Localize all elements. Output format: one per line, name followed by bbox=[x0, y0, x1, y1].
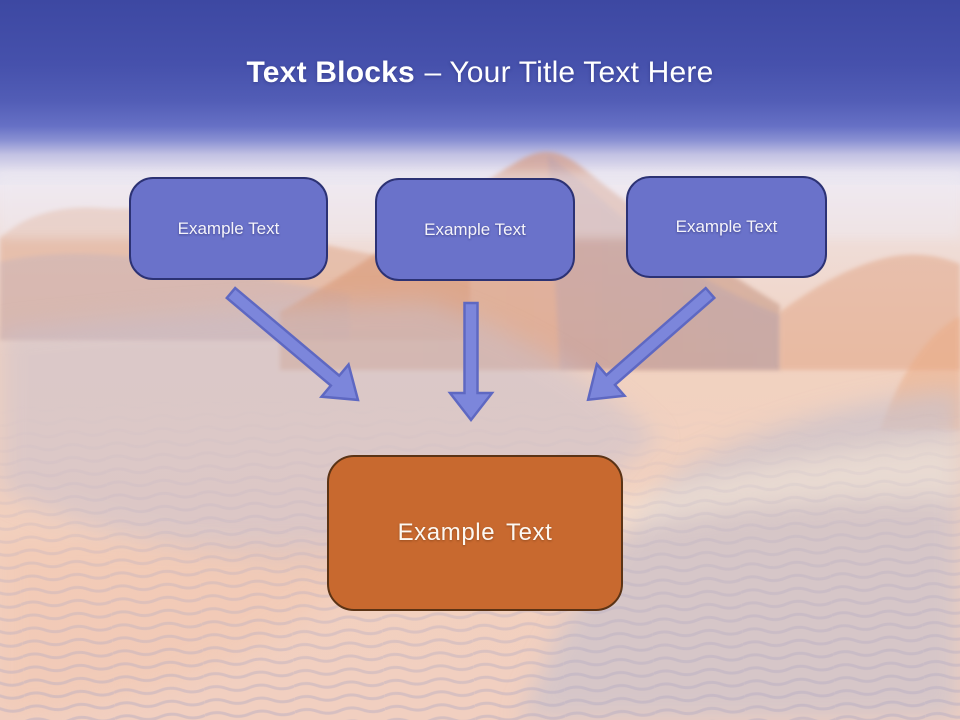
arrow-down-icon[interactable] bbox=[447, 301, 495, 423]
text-block-1-label: Example Text bbox=[177, 218, 280, 238]
slide-title[interactable]: Text Blocks – Your Title Text Here bbox=[0, 50, 960, 96]
text-block-2-label: Example Text bbox=[424, 219, 526, 239]
result-text-block[interactable]: Example Text bbox=[327, 455, 623, 611]
text-block-2[interactable]: Example Text bbox=[375, 178, 575, 281]
arrow-down-right-icon[interactable] bbox=[217, 277, 371, 416]
title-subtitle-text: – Your Title Text Here bbox=[424, 56, 714, 89]
text-block-3[interactable]: Example Text bbox=[626, 176, 827, 278]
title-bold-text: Text Blocks bbox=[246, 56, 415, 89]
arrow-down-left-icon[interactable] bbox=[574, 277, 724, 415]
text-block-1[interactable]: Example Text bbox=[129, 177, 328, 280]
result-text-block-label: Example Text bbox=[397, 519, 553, 546]
text-block-3-label: Example Text bbox=[675, 217, 778, 236]
